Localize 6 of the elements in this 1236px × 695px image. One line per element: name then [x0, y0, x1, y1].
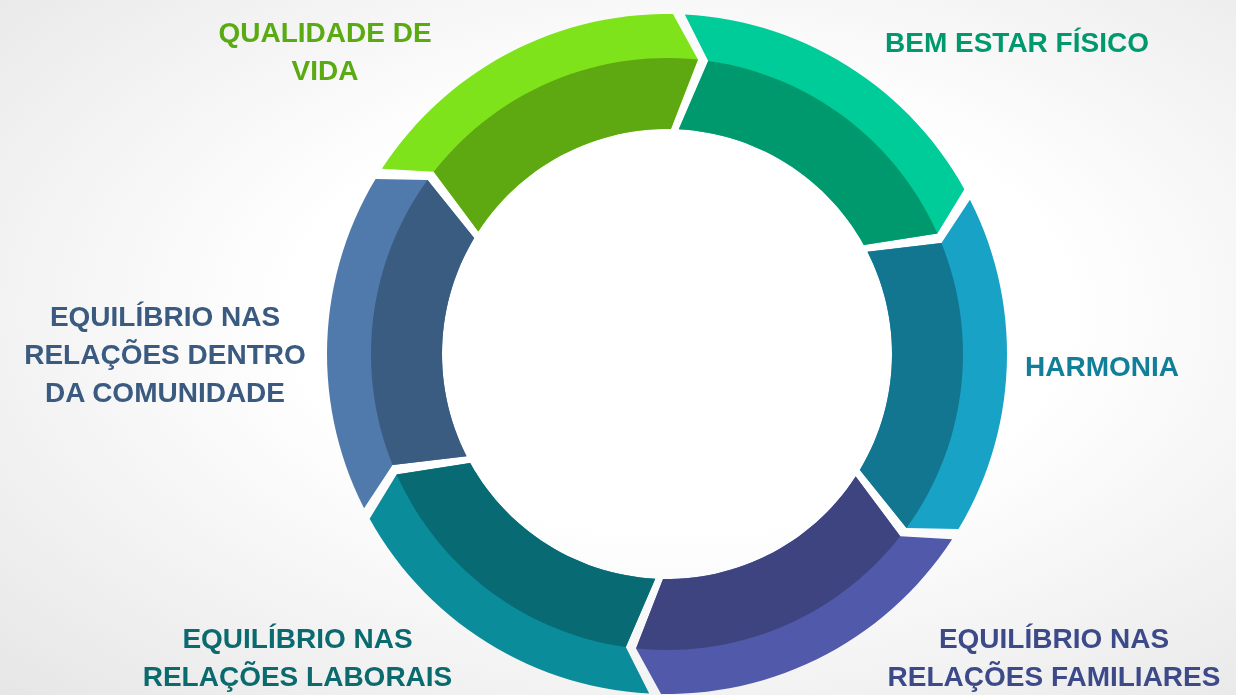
segment-label: EQUILÍBRIO NAS RELAÇÕES DENTRO DA COMUNIDADE: [23, 300, 307, 410]
segment-label: HARMONIA: [1025, 350, 1180, 384]
segment-label: EQUILÍBRIO NAS RELAÇÕES FAMILIARES: [886, 622, 1222, 694]
segment-label: QUALIDADE DE VIDA: [217, 16, 433, 88]
segment-label: BEM ESTAR FÍSICO: [885, 26, 1150, 60]
segment-label: EQUILÍBRIO NAS RELAÇÕES LABORAIS: [141, 622, 454, 694]
